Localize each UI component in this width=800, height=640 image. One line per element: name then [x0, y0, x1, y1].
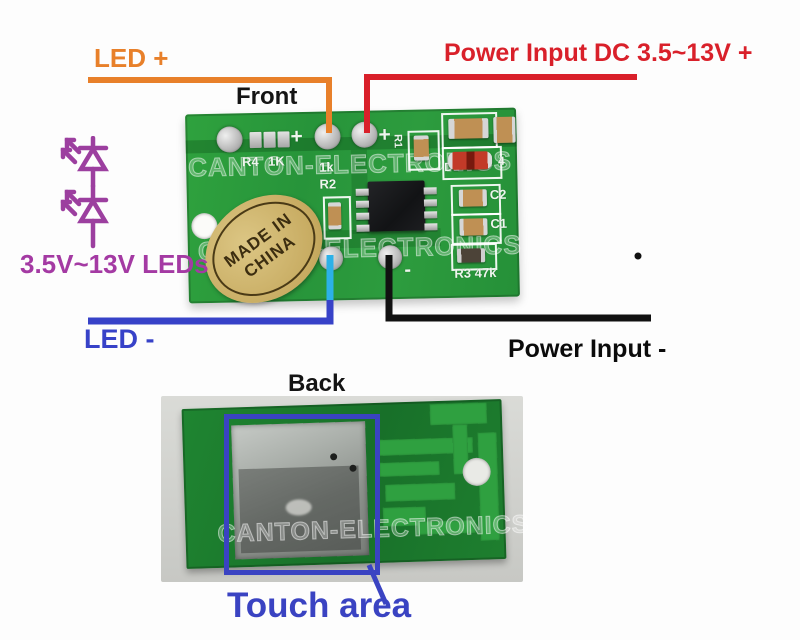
- touch-area-label: Touch area: [227, 586, 412, 625]
- touch-area-outline: [224, 414, 380, 575]
- silkscreen-r3: R3 47k: [454, 265, 497, 281]
- copper-trace: [379, 460, 440, 477]
- back-label: Back: [288, 370, 346, 397]
- power-minus-pad: [377, 244, 403, 270]
- silkscreen-1k: 1k: [319, 159, 334, 175]
- diode-component: [447, 151, 493, 170]
- silkscreen-c2: C2: [489, 186, 507, 203]
- resistor-component: [327, 202, 342, 230]
- silkscreen-r4: R4: [241, 153, 259, 170]
- chip-leg: [355, 188, 369, 196]
- resistor-component: [493, 116, 516, 144]
- capacitor-component: [458, 189, 488, 207]
- led-symbols: [60, 136, 109, 249]
- resistor-component: [413, 135, 430, 161]
- resistor-component: [456, 248, 486, 263]
- led-minus-pad: [318, 246, 344, 271]
- led-minus-wire: [88, 300, 334, 325]
- capacitor-component: [459, 218, 488, 236]
- front-pcb-board: CANTON-ELECTRONICS CANTON-ELECTRONICS + …: [184, 107, 522, 326]
- solder-pad: [277, 131, 290, 148]
- led-minus-label: LED -: [84, 324, 155, 354]
- silkscreen-4: 4: [497, 153, 505, 168]
- led-plus-label: LED +: [94, 43, 169, 73]
- solder-pad: [263, 131, 276, 148]
- leds-voltage-label: 3.5V~13V LEDs: [20, 249, 209, 279]
- resistor-component: [448, 118, 489, 139]
- copper-trace: [385, 482, 456, 502]
- power-input-plus-label: Power Input DC 3.5~13V +: [444, 39, 753, 67]
- silkscreen-plus-left: +: [290, 125, 304, 149]
- silkscreen-plus-right: +: [378, 123, 392, 147]
- silkscreen-minus: -: [404, 258, 412, 281]
- chip-leg: [424, 223, 438, 231]
- led-symbol-1: [60, 136, 109, 189]
- led-symbol-2: [60, 183, 109, 249]
- silkscreen-1K: 1K: [267, 153, 285, 169]
- chip-leg: [356, 212, 370, 220]
- silkscreen-r2: R2: [319, 176, 337, 192]
- chip-leg: [423, 187, 437, 195]
- front-label: Front: [236, 83, 298, 110]
- copper-trace: [429, 402, 488, 426]
- chip-leg: [424, 211, 438, 219]
- touch-ic-chip: [367, 180, 426, 232]
- silkscreen-c1: C1: [490, 215, 508, 232]
- chip-leg: [356, 224, 370, 232]
- chip-leg: [355, 200, 370, 208]
- stray-dot: [634, 252, 642, 260]
- solder-pad: [249, 131, 262, 149]
- silkscreen-r1: R1: [391, 133, 404, 149]
- power-input-minus-label: Power Input -: [508, 335, 667, 363]
- chip-leg: [423, 199, 438, 207]
